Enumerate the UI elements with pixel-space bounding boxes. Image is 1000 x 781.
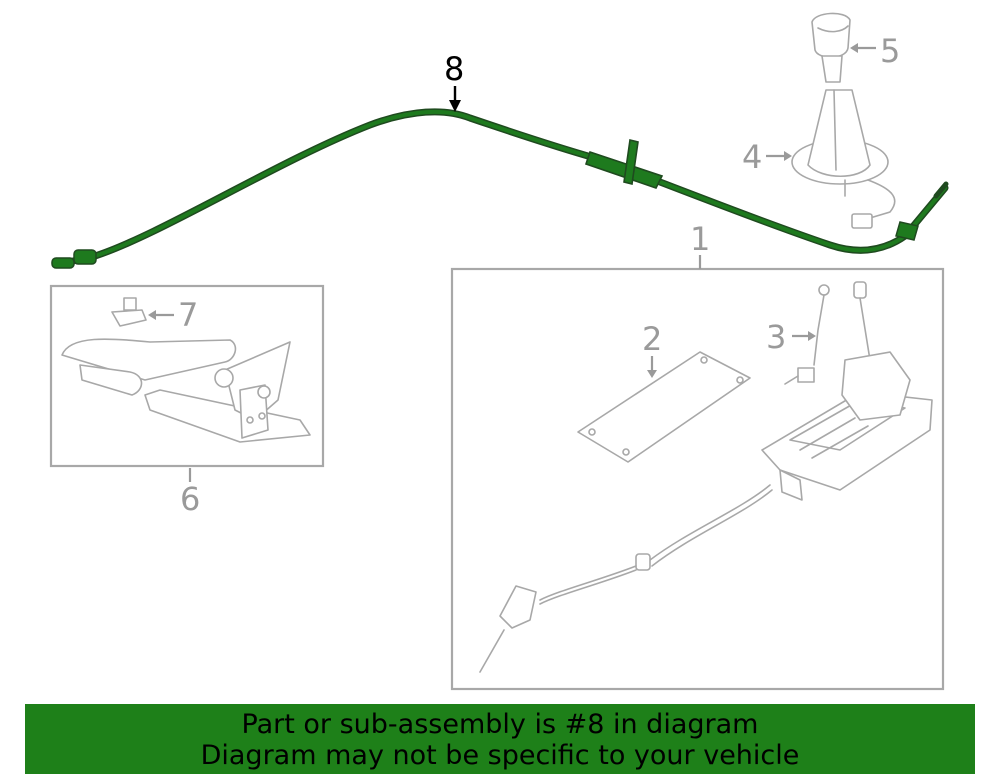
callout-6: 6 — [180, 480, 200, 518]
callout-2: 2 — [642, 320, 662, 358]
info-banner: Part or sub-assembly is #8 in diagram Di… — [25, 704, 975, 774]
part-1-shifter-assembly[interactable] — [479, 281, 933, 673]
banner-line-2: Diagram may not be specific to your vehi… — [200, 740, 800, 771]
callout-3: 3 — [766, 318, 786, 356]
callout-5: 5 — [880, 32, 900, 70]
callout-1: 1 — [690, 220, 710, 258]
part-4-shift-boot[interactable] — [791, 89, 896, 229]
part-2-cover-plate[interactable] — [577, 351, 751, 463]
part-6-bracket[interactable] — [61, 338, 311, 443]
callout-7: 7 — [178, 296, 198, 334]
parts-diagram: 8 5 4 7 6 1 — [49, 12, 949, 691]
part-7-clip[interactable] — [111, 297, 147, 327]
part-8-shift-cable[interactable] — [51, 108, 949, 269]
callout-8: 8 — [444, 50, 464, 88]
part-1-box — [450, 267, 945, 691]
callout-8-arrowhead — [449, 100, 461, 112]
part-6-box — [49, 284, 325, 468]
banner-line-1: Part or sub-assembly is #8 in diagram — [241, 709, 759, 740]
part-5-shift-knob[interactable] — [811, 12, 851, 83]
callout-4: 4 — [742, 138, 762, 176]
part-3-harness[interactable] — [784, 284, 830, 385]
